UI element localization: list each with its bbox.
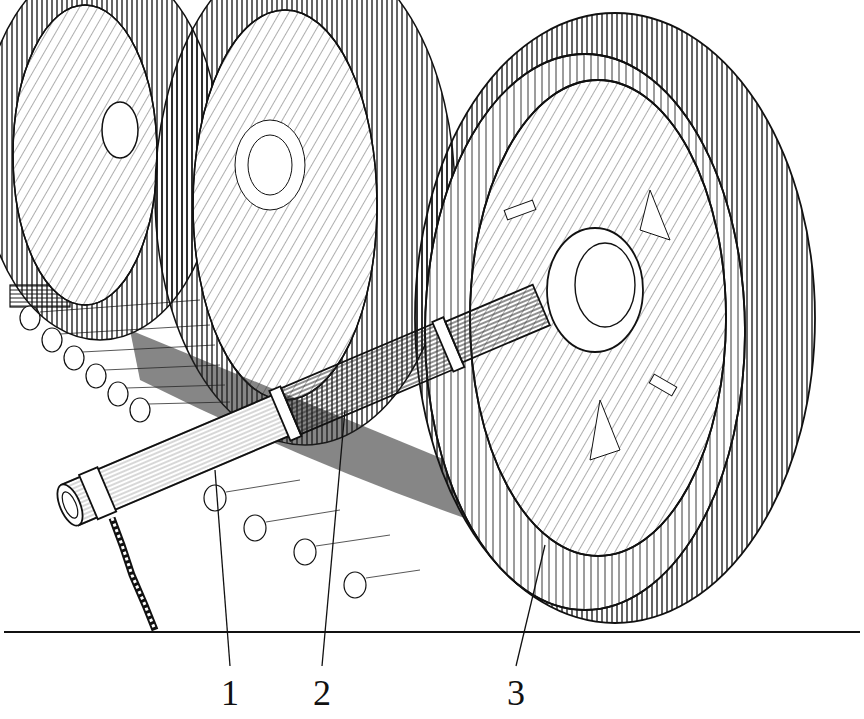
hub-cap bbox=[575, 243, 635, 327]
wheel-hub bbox=[102, 102, 138, 158]
roller-body bbox=[226, 480, 420, 578]
wheel-face bbox=[193, 10, 377, 400]
leader-line bbox=[322, 410, 345, 666]
wheel-face-hatch bbox=[193, 10, 377, 400]
tool-bore bbox=[59, 490, 81, 520]
roller-end bbox=[344, 572, 366, 598]
wheel-face bbox=[13, 5, 157, 305]
wheel-hub bbox=[547, 228, 643, 352]
roller-end bbox=[244, 515, 266, 541]
wheel-emblem bbox=[235, 120, 305, 210]
shaft-end bbox=[445, 285, 550, 363]
bolt bbox=[649, 374, 677, 396]
callout-number: 2 bbox=[313, 675, 331, 711]
roller-end bbox=[42, 328, 62, 352]
shaft-tool bbox=[50, 280, 552, 534]
tool-sleeve bbox=[61, 393, 295, 525]
wheel-face-hatch bbox=[425, 54, 745, 610]
shaft-section bbox=[281, 320, 462, 434]
hose bbox=[112, 518, 155, 630]
wheel-emblem bbox=[248, 135, 292, 195]
roller-end bbox=[64, 346, 84, 370]
callout-number: 1 bbox=[221, 675, 239, 711]
main-wheel bbox=[415, 13, 815, 623]
disc-rib bbox=[590, 190, 670, 460]
roller-end bbox=[204, 485, 226, 511]
roller-end bbox=[86, 364, 106, 388]
wheel-rim bbox=[415, 13, 815, 623]
roller-end bbox=[130, 398, 150, 422]
bolt bbox=[504, 200, 536, 220]
wheel-face-hatch bbox=[13, 5, 157, 305]
tool-sleeve-shade bbox=[61, 393, 295, 525]
wheel-face bbox=[425, 54, 745, 610]
leader-line bbox=[516, 545, 545, 666]
callout-number: 3 bbox=[507, 675, 525, 711]
hose-braid bbox=[112, 518, 155, 630]
tool-collar bbox=[79, 467, 116, 519]
roller-end bbox=[294, 539, 316, 565]
frame-line bbox=[4, 631, 860, 633]
leader-line bbox=[215, 470, 230, 666]
tool-end bbox=[52, 481, 88, 529]
roller-end bbox=[108, 382, 128, 406]
